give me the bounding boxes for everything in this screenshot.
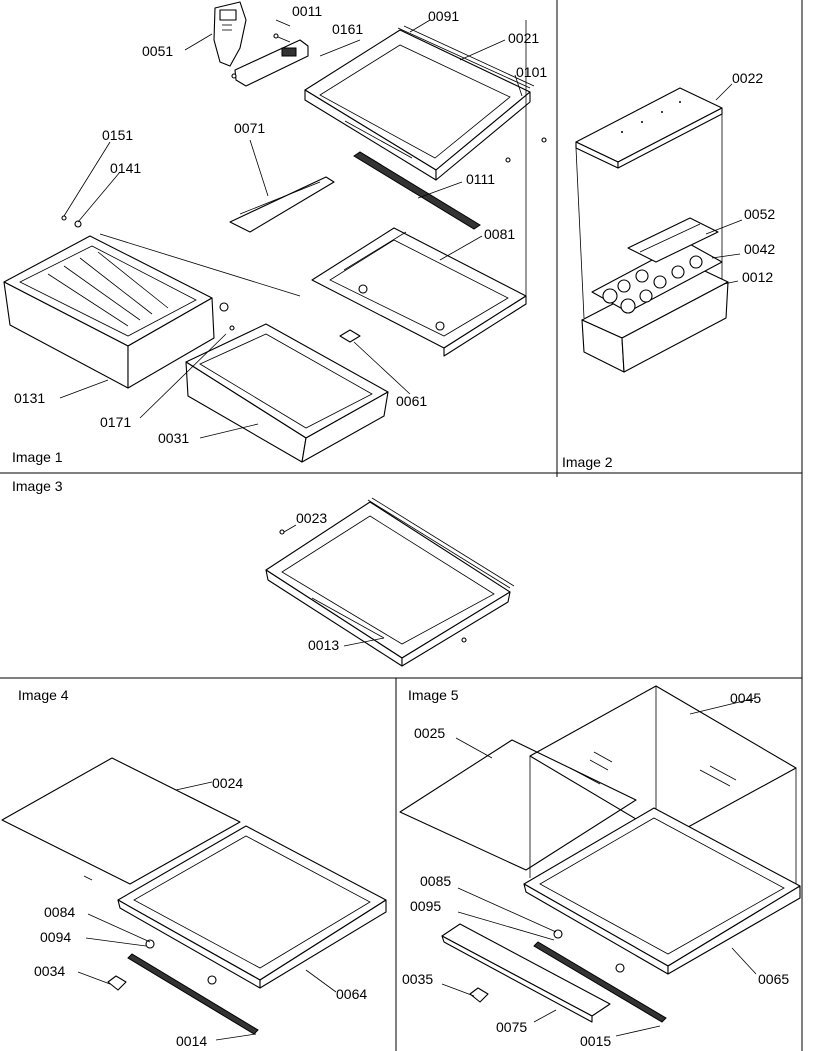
part-label-0014: 0014: [176, 1033, 207, 1049]
part-label-0045: 0045: [730, 690, 761, 706]
image1-labels: 0011 0051 0161 0091 0021 0101 0071 0111 …: [12, 3, 547, 465]
part-label-0013: 0013: [308, 637, 339, 653]
image5-drawing: [399, 685, 801, 1023]
part-label-0034: 0034: [34, 963, 65, 979]
part-label-0065: 0065: [758, 971, 789, 987]
part-label-0061: 0061: [396, 393, 427, 409]
part-label-0015: 0015: [580, 1033, 611, 1049]
caption-image1: Image 1: [12, 449, 63, 465]
caption-image5: Image 5: [408, 687, 459, 703]
part-label-0151: 0151: [102, 127, 133, 143]
part-label-0035: 0035: [402, 971, 433, 987]
part-label-0131: 0131: [14, 390, 45, 406]
image2-drawing: [575, 87, 729, 373]
part-label-0071: 0071: [234, 120, 265, 136]
caption-image2: Image 2: [562, 454, 613, 470]
part-label-0023: 0023: [296, 510, 327, 526]
caption-image4: Image 4: [18, 687, 69, 703]
part-label-0021: 0021: [508, 30, 539, 46]
part-label-0024: 0024: [212, 775, 243, 791]
part-label-0022: 0022: [732, 70, 763, 86]
part-label-0042: 0042: [744, 241, 775, 257]
part-label-0095: 0095: [410, 898, 441, 914]
part-label-0101: 0101: [516, 64, 547, 80]
image4-drawing: [1, 757, 387, 1035]
image3-labels: Image 3 0023 0013: [12, 478, 339, 653]
image2-labels: 0022 0052 0042 0012 Image 2: [562, 70, 775, 470]
image1-drawing: [3, 1, 547, 463]
part-label-0011: 0011: [292, 3, 322, 19]
image5-leaders: [441, 697, 757, 1037]
image4-labels: Image 4 0024 0084 0094 0034 0064 0014: [18, 687, 367, 1049]
part-label-0031: 0031: [158, 430, 189, 446]
part-label-0094: 0094: [40, 929, 71, 945]
part-label-0025: 0025: [414, 725, 445, 741]
part-label-0161: 0161: [332, 21, 363, 37]
part-label-0051: 0051: [142, 43, 173, 59]
image2-leaders: [705, 83, 743, 285]
image5-labels: Image 5 0045 0025 0085 0095 0035 0075 00…: [402, 687, 789, 1049]
image3-drawing: [265, 497, 515, 667]
image1-leaders: [59, 19, 523, 439]
part-label-0052: 0052: [744, 206, 775, 222]
part-label-0141: 0141: [110, 160, 141, 176]
part-label-0111: 0111: [466, 171, 495, 187]
part-label-0075: 0075: [496, 1019, 527, 1035]
part-label-0081: 0081: [484, 226, 515, 242]
part-label-0085: 0085: [420, 873, 451, 889]
image3-leaders: [283, 524, 385, 647]
part-label-0091: 0091: [428, 8, 459, 24]
part-label-0064: 0064: [336, 986, 367, 1002]
image4-leaders: [77, 781, 337, 1041]
part-label-0171: 0171: [100, 414, 131, 430]
part-label-0012: 0012: [742, 269, 773, 285]
caption-image3: Image 3: [12, 478, 63, 494]
part-label-0084: 0084: [44, 904, 75, 920]
